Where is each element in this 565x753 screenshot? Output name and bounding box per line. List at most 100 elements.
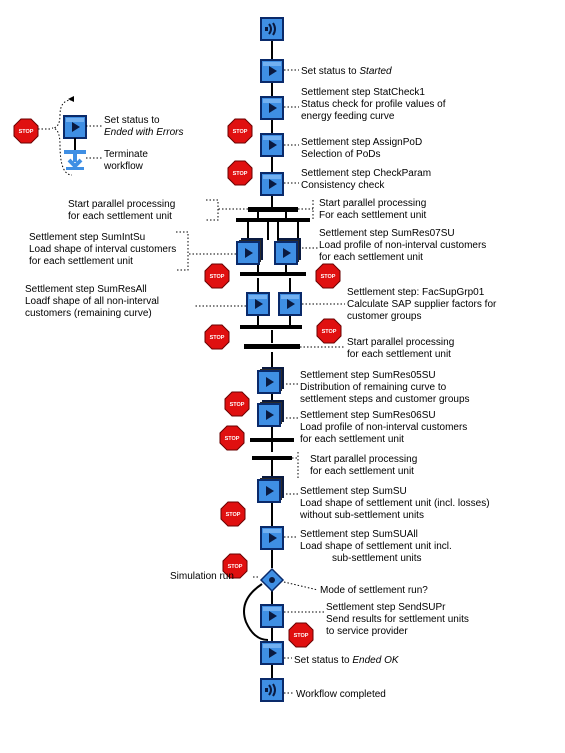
label-sumintsu-line3: for each settlement unit bbox=[29, 256, 133, 267]
label-workflow-completed: Workflow completed bbox=[296, 689, 386, 700]
stop-icon: STOP bbox=[222, 553, 248, 579]
svg-text:STOP: STOP bbox=[226, 512, 241, 518]
stop-label: STOP bbox=[19, 129, 34, 135]
label-assignpod-line2: Selection of PoDs bbox=[301, 149, 381, 160]
label-checkparam-line2: Consistency check bbox=[301, 180, 385, 191]
terminate-icon bbox=[64, 150, 86, 170]
label-sumsu-title: Settlement step SumSU bbox=[300, 486, 407, 497]
svg-text:STOP: STOP bbox=[233, 171, 248, 177]
multi-step-icon-sumres06su bbox=[257, 399, 285, 427]
label-parallel1-left-line2: for each settlement unit bbox=[68, 211, 172, 222]
svg-text:STOP: STOP bbox=[228, 564, 243, 570]
legend-brace bbox=[51, 99, 73, 176]
multi-step-icon-sumintsu bbox=[236, 237, 264, 265]
label-sendsupr-title: Settlement step SendSUPr bbox=[326, 602, 446, 613]
stop-icon: STOP bbox=[204, 263, 230, 289]
label-sumresall-line3: customers (remaining curve) bbox=[25, 308, 152, 319]
label-checkparam-title: Settlement step CheckParam bbox=[301, 168, 431, 179]
label-sumsu-line2: Load shape of settlement unit (incl. los… bbox=[300, 498, 490, 509]
multi-step-icon-sumsu bbox=[257, 475, 285, 503]
multi-step-icon-sumres05su bbox=[257, 366, 285, 394]
step-icon-set-ok bbox=[260, 641, 284, 665]
svg-text:STOP: STOP bbox=[233, 129, 248, 135]
step-icon-sendsupr bbox=[260, 604, 284, 628]
label-sumsuall-line3: sub-settlement units bbox=[332, 553, 422, 564]
label-sumres05su-line2: Distribution of remaining curve to bbox=[300, 382, 447, 393]
label-sumres06su-title: Settlement step SumRes06SU bbox=[300, 410, 436, 421]
label-statcheck1-line3: energy feeding curve bbox=[301, 111, 395, 122]
parallel-bar bbox=[240, 325, 302, 329]
decision-icon bbox=[259, 567, 285, 593]
parallel-bar bbox=[236, 218, 274, 222]
label-sumintsu-title: Settlement step SumIntSu bbox=[29, 232, 145, 243]
label-sendsupr-line3: to service provider bbox=[326, 626, 408, 637]
legend-terminate-line2: workflow bbox=[103, 161, 144, 172]
svg-text:STOP: STOP bbox=[210, 274, 225, 280]
label-sumres07su-line2: Load profile of non-interval customers bbox=[319, 240, 486, 251]
parallel-bar bbox=[272, 218, 310, 222]
multi-step-icon-sumres07su bbox=[274, 237, 302, 265]
legend-brace-arrow bbox=[68, 96, 74, 102]
label-set-started: Set status to Started bbox=[301, 66, 392, 77]
label-sumres07su-line3: for each settlement unit bbox=[319, 252, 423, 263]
legend-terminate-line1: Terminate bbox=[104, 149, 148, 160]
workflow-end-icon bbox=[260, 678, 284, 702]
label-facsupgrp01-title: Settlement step: FacSupGrp01 bbox=[347, 287, 485, 298]
parallel-bar bbox=[240, 272, 274, 276]
label-mode: Mode of settlement run? bbox=[320, 585, 428, 596]
label-facsupgrp01-line3: customer groups bbox=[347, 311, 421, 322]
label-sumintsu-line2: Load shape of interval customers bbox=[29, 244, 176, 255]
stop-icons: STOP STOP STOP STOP STOP STOP STOP STOP … bbox=[204, 118, 342, 648]
workflow-start-icon bbox=[260, 17, 284, 41]
parallel-bar bbox=[248, 207, 298, 212]
label-statcheck1-line2: Status check for profile values of bbox=[301, 99, 446, 110]
stop-icon: STOP bbox=[315, 263, 341, 289]
label-simulation-run: Simulation run bbox=[170, 571, 234, 582]
label-parallel3-line1: Start parallel processing bbox=[310, 454, 417, 465]
label-sumsuall-line2: Load shape of settlement unit incl. bbox=[300, 541, 452, 552]
step-icon-facsupgrp01 bbox=[278, 292, 302, 316]
parallel-bar bbox=[244, 344, 300, 349]
stop-icon: STOP bbox=[227, 118, 253, 144]
parallel-bar bbox=[252, 456, 292, 460]
labels: Set status to Started Settlement step St… bbox=[25, 66, 497, 700]
simulation-branch bbox=[243, 583, 269, 641]
stop-icon: STOP bbox=[288, 622, 314, 648]
label-set-ok: Set status to Ended OK bbox=[294, 655, 400, 666]
parallel-bar bbox=[272, 272, 306, 276]
stop-icon: STOP bbox=[227, 160, 253, 186]
label-sumres07su-title: Settlement step SumRes07SU bbox=[319, 228, 455, 239]
legend-stop-icon: STOP bbox=[13, 118, 39, 144]
label-sumres06su-line3: for each settlement unit bbox=[300, 434, 404, 445]
label-sendsupr-line2: Send results for settlement units bbox=[326, 614, 469, 625]
legend-step-line2: Ended with Errors bbox=[104, 127, 183, 138]
label-parallel2-line1: Start parallel processing bbox=[347, 337, 454, 348]
label-statcheck1-title: Settlement step StatCheck1 bbox=[301, 87, 425, 98]
svg-text:STOP: STOP bbox=[225, 436, 240, 442]
stop-icon: STOP bbox=[220, 501, 246, 527]
step-icon-set-started bbox=[260, 59, 284, 83]
label-parallel3-line2: for each settlement unit bbox=[310, 466, 414, 477]
label-parallel1-left-line1: Start parallel processing bbox=[68, 199, 175, 210]
svg-text:STOP: STOP bbox=[210, 335, 225, 341]
parallel-bars bbox=[236, 207, 310, 460]
label-sumres05su-line3: settlement steps and customer groups bbox=[300, 394, 470, 405]
label-sumsuall-title: Settlement step SumSUAll bbox=[300, 529, 418, 540]
label-parallel1-right-line2: For each settlement unit bbox=[319, 210, 426, 221]
stop-icon: STOP bbox=[316, 318, 342, 344]
svg-text:STOP: STOP bbox=[294, 633, 309, 639]
label-sumresall-title: Settlement step SumResAll bbox=[25, 284, 147, 295]
parallel-bar bbox=[250, 438, 294, 442]
legend: STOP Set status to Ended with Errors Ter… bbox=[13, 96, 183, 176]
svg-text:STOP: STOP bbox=[321, 274, 336, 280]
stop-icon: STOP bbox=[224, 391, 250, 417]
step-icon-sumresall bbox=[246, 292, 270, 316]
stop-icon: STOP bbox=[219, 425, 245, 451]
legend-step-icon bbox=[63, 115, 87, 139]
label-parallel1-right-line1: Start parallel processing bbox=[319, 198, 426, 209]
svg-text:STOP: STOP bbox=[230, 402, 245, 408]
label-sumsu-line3: without sub-settlement units bbox=[299, 510, 424, 521]
step-icon-statcheck1 bbox=[260, 96, 284, 120]
dotted-connectors bbox=[176, 69, 345, 694]
